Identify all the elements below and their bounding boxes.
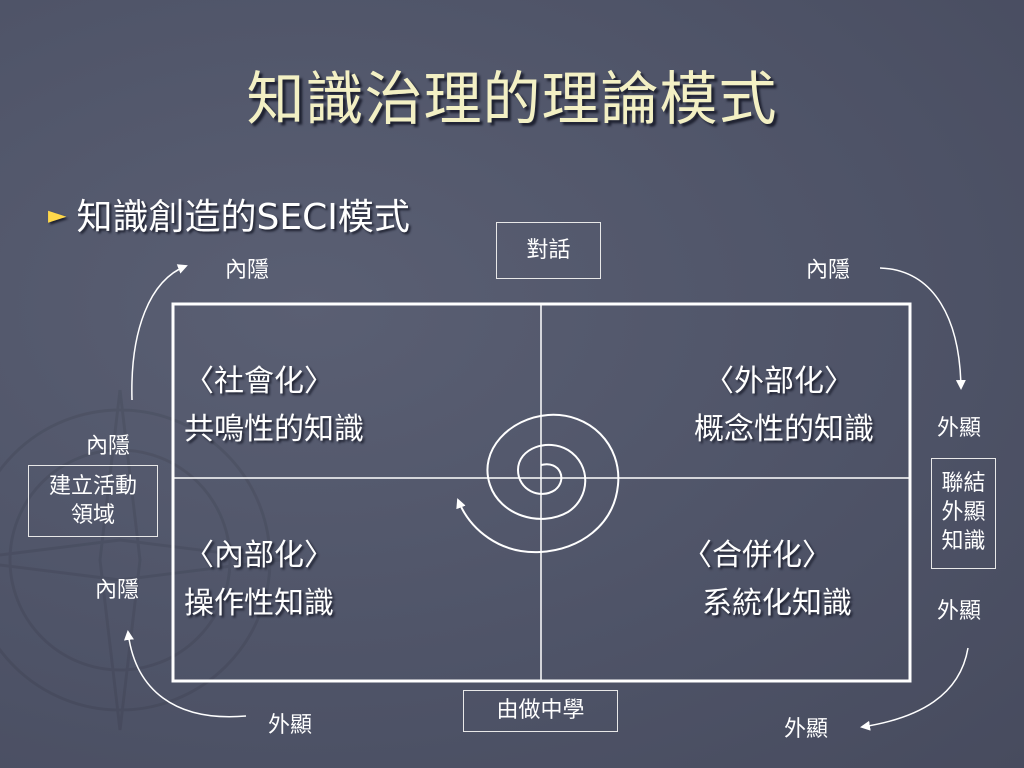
bullet-item: ► 知識創造的SECI模式 [48, 188, 410, 240]
bullet-text: 知識創造的SECI模式 [76, 197, 410, 238]
triangle-bullet-icon: ► [48, 201, 67, 229]
knowledge-spiral [456, 413, 620, 554]
quadrant-socialization: 〈社會化〉 共鳴性的知識 [184, 358, 364, 454]
socialization-body: 共鳴性的知識 [184, 412, 364, 447]
combination-heading: 〈合併化〉 [682, 538, 832, 573]
linking-line3: 知識 [941, 529, 986, 554]
externalization-body: 概念性的知識 [694, 412, 874, 447]
linking-line1: 聯結 [941, 471, 986, 496]
label-tacit-left-lower: 內隱 [95, 578, 140, 603]
quadrant-combination: 〈合併化〉 系統化知識 [682, 532, 852, 628]
label-explicit-right-lower: 外顯 [937, 599, 982, 624]
cycle-arrow-bottom-right [860, 647, 969, 731]
slide-title: 知識治理的理論模式 [246, 65, 778, 133]
quadrant-internalization: 〈內部化〉 操作性知識 [184, 532, 334, 628]
linking-line2: 外顯 [941, 500, 986, 525]
cycle-arrow-top-left [131, 264, 188, 401]
dialogue-box: 對話 [496, 222, 601, 279]
label-explicit-bottom-right: 外顯 [784, 717, 829, 742]
label-tacit-top-right: 內隱 [806, 258, 851, 283]
learning-by-doing-box: 由做中學 [463, 690, 618, 732]
field-building-box: 建立活動 領域 [28, 465, 158, 537]
dialogue-box-label: 對話 [526, 238, 571, 263]
cycle-arrow-top-right [879, 267, 966, 390]
label-explicit-right-upper: 外顯 [937, 416, 982, 441]
socialization-heading: 〈社會化〉 [184, 364, 334, 399]
quadrant-externalization: 〈外部化〉 概念性的知識 [694, 358, 874, 454]
field-building-line1: 建立活動 [48, 474, 137, 499]
learning-by-doing-label: 由做中學 [496, 698, 585, 723]
label-tacit-top-left: 內隱 [225, 258, 270, 283]
label-explicit-bottom-left: 外顯 [268, 713, 313, 738]
externalization-heading: 〈外部化〉 [704, 364, 854, 399]
linking-explicit-knowledge-box: 聯結 外顯 知識 [931, 458, 996, 569]
cycle-arrow-bottom-left [123, 630, 247, 718]
combination-body: 系統化知識 [702, 586, 852, 621]
field-building-line2: 領域 [70, 503, 115, 528]
label-tacit-left-upper: 內隱 [86, 434, 131, 459]
internalization-body: 操作性知識 [184, 586, 334, 621]
internalization-heading: 〈內部化〉 [184, 538, 334, 573]
